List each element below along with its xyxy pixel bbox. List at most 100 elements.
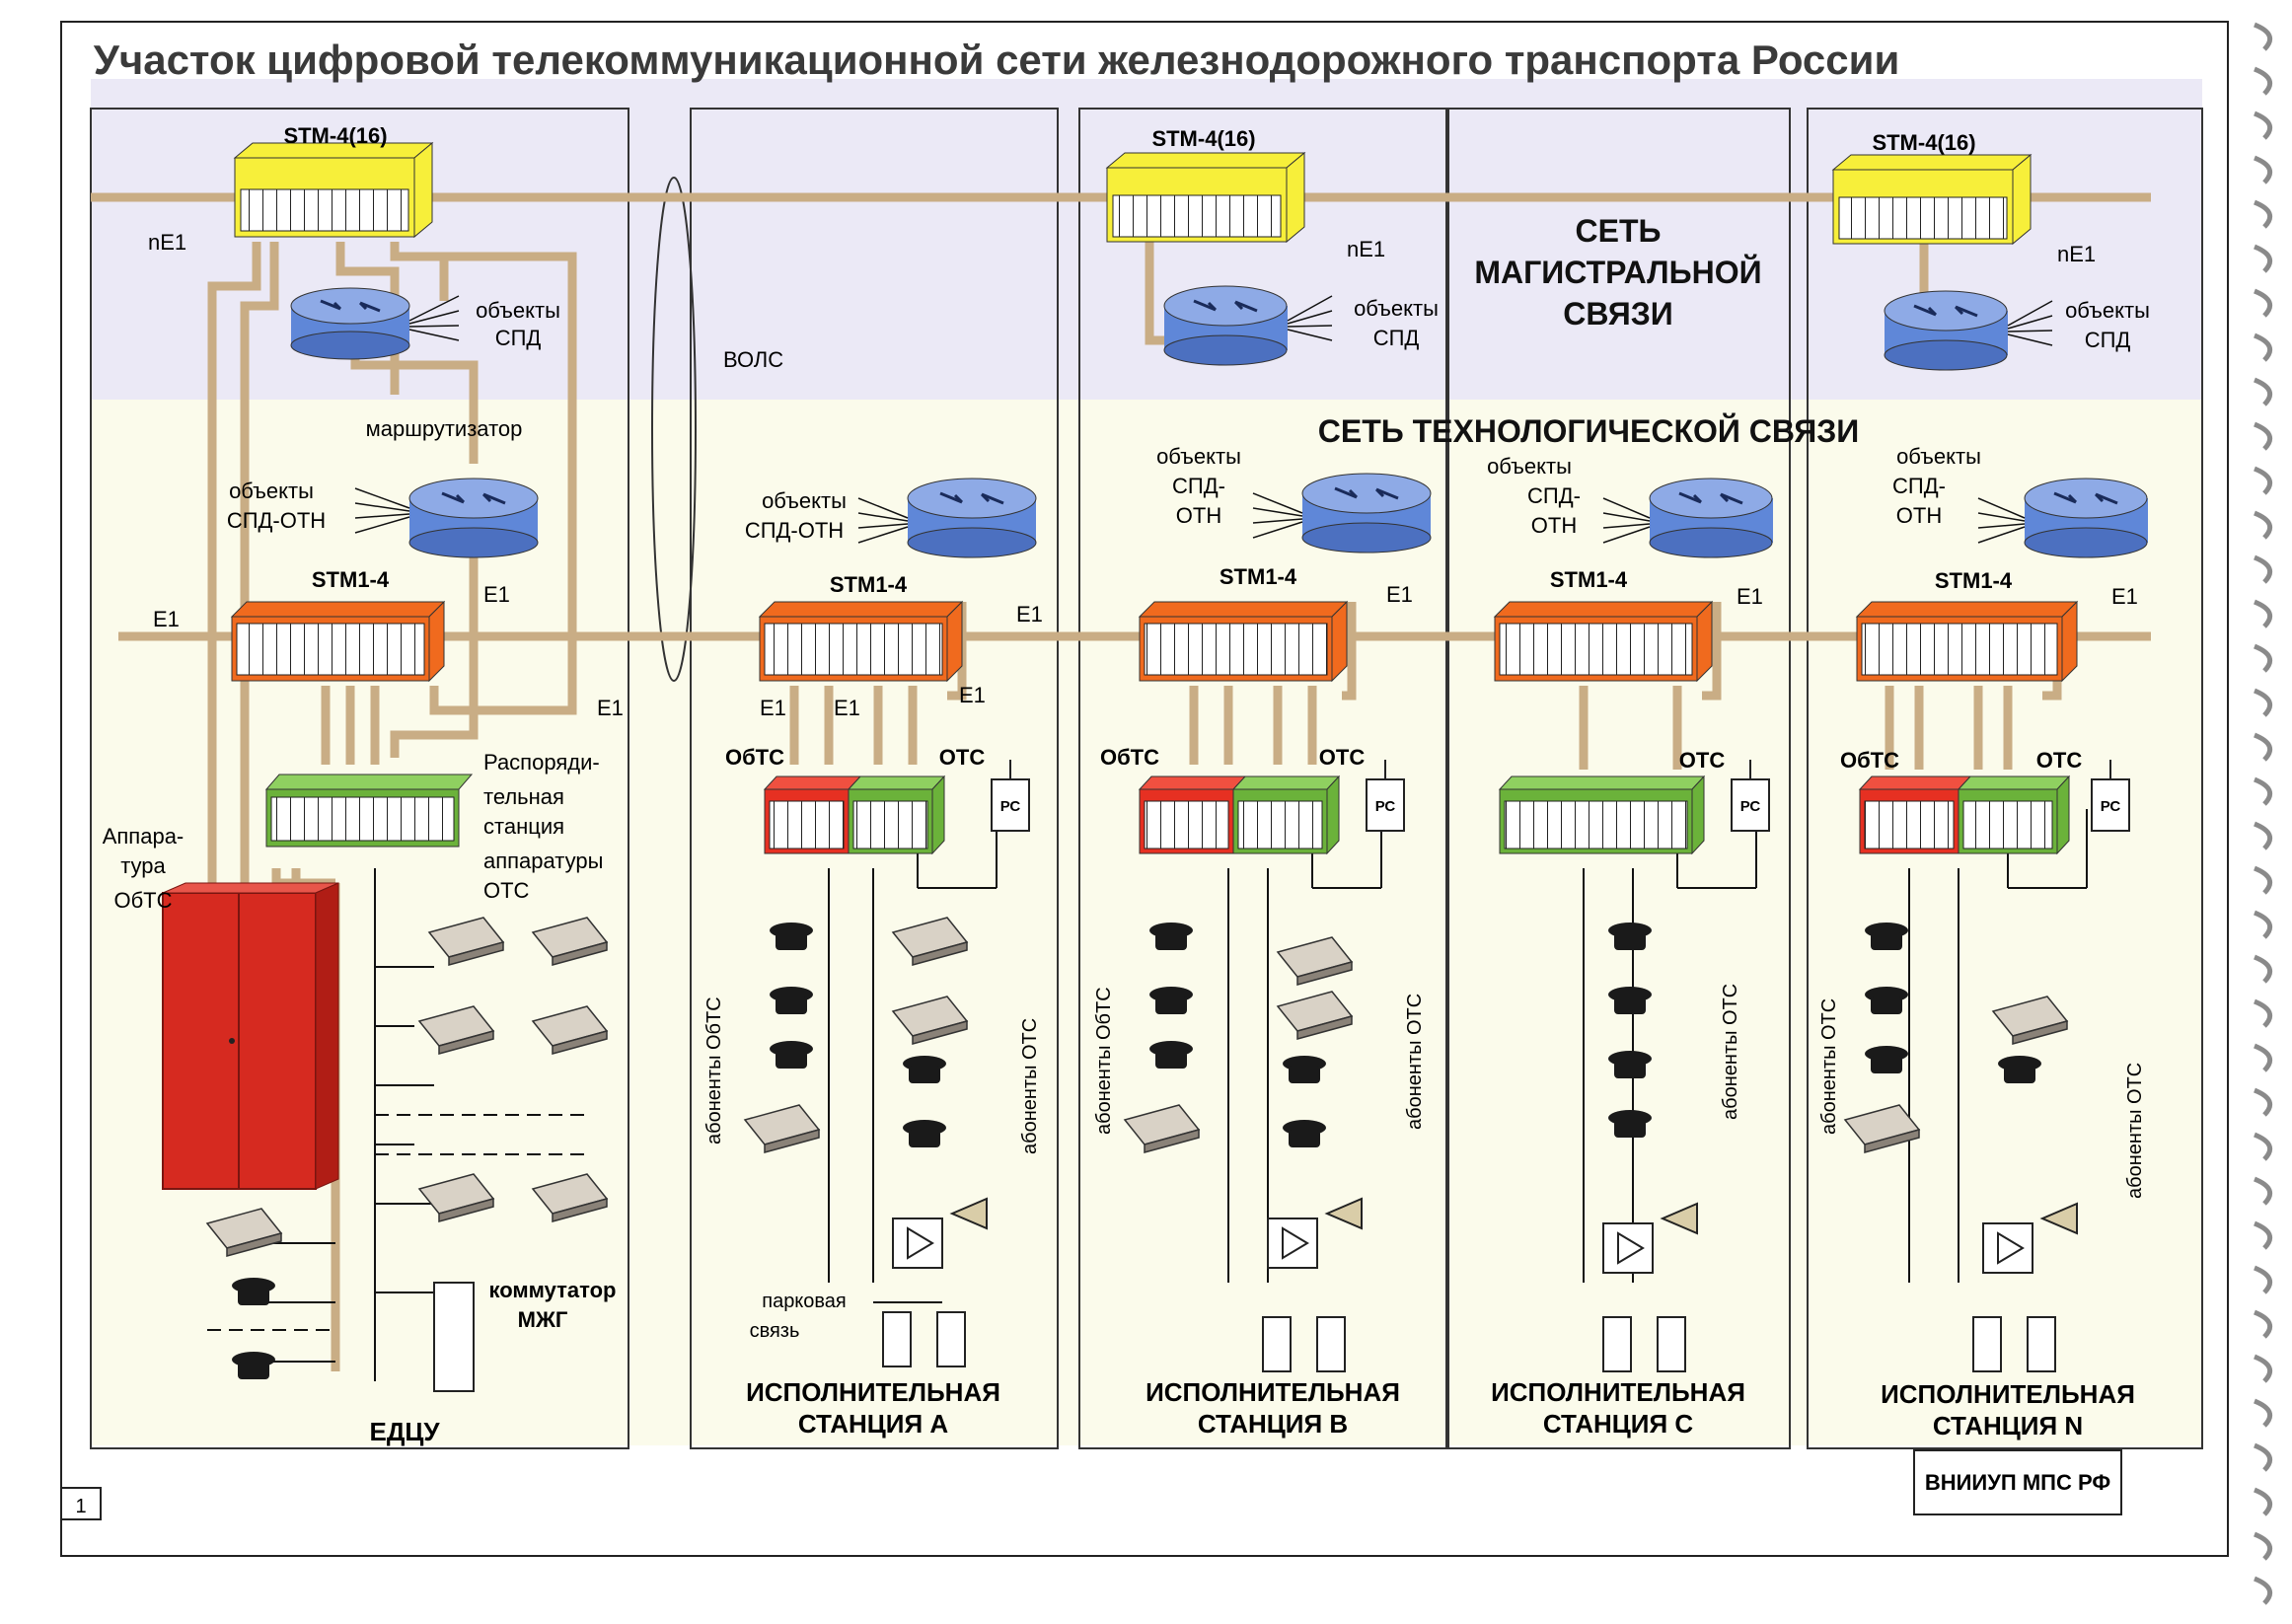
backbone-zone-line1: СЕТЬ [1576,213,1662,249]
station-c-line1: ИСПОЛНИТЕЛЬНАЯ [1491,1377,1745,1407]
subs-ots-b: абоненты ОТС [1404,994,1426,1130]
backbone-zone-line3: СВЯЗИ [1563,296,1672,332]
rs-label-n: РС [2101,798,2121,815]
subs-ots-n1: абоненты ОТС [1818,998,1840,1135]
subs-ots-a: абоненты ОТС [1019,1018,1041,1154]
router-label: маршрутизатор [366,416,523,441]
e1-label-5: E1 [834,696,860,720]
stm416-label-2: STM-4(16) [1151,126,1255,151]
ne1-label-n: nE1 [2057,242,2096,266]
portable-radios [882,1311,2056,1372]
spd-otn-c-b: СПД- [1527,483,1581,508]
stm14-label-b: STM1-4 [1220,564,1297,589]
e1-label-2: E1 [483,582,510,607]
spd-otn-edcu-b: СПД-ОТН [227,508,326,533]
stm14-label-a: STM1-4 [830,572,908,597]
stm416-label-3: STM-4(16) [1872,130,1975,155]
dash-separators [207,1114,592,1331]
org-name: ВНИИУП МПС РФ [1925,1470,2111,1495]
ots-label-n: ОТС [2036,748,2083,773]
routers [290,285,2148,558]
station-a-line1: ИСПОЛНИТЕЛЬНАЯ [746,1377,1000,1407]
station-a-line2: СТАНЦИЯ А [798,1409,949,1439]
tech-zone-title: СЕТЬ ТЕХНОЛОГИЧЕСКОЙ СВЯЗИ [1318,413,1860,449]
telephones [232,923,2041,1379]
park-comm-1: парковая [762,1291,847,1312]
rs-label-c: РС [1740,798,1761,815]
dispatch-station-equipment [264,774,474,848]
spd-otn-b-a: объекты [1156,444,1241,469]
obts-label-n: ОбТС [1840,748,1899,773]
e1-label-6: E1 [1016,602,1043,627]
station-ots-units [763,775,2071,855]
mzhg-label-2: МЖГ [518,1307,568,1332]
stm14-label-n: STM1-4 [1935,568,2013,593]
spd-otn-b-b: СПД- [1172,474,1225,498]
station-columns [90,108,2203,1449]
subs-obts-b: абоненты ОбТС [1093,987,1115,1135]
e1-label-3: E1 [597,696,624,720]
station-n-line2: СТАНЦИЯ N [1933,1411,2083,1440]
stm416-equipment [233,141,2033,246]
spd-otn-n-a: объекты [1896,444,1981,469]
dispatch-label-5: ОТС [483,878,530,903]
station-b-line1: ИСПОЛНИТЕЛЬНАЯ [1146,1377,1400,1407]
ne1-label-b: nE1 [1347,237,1385,261]
spd-objects-2b: СПД [1373,326,1420,350]
dispatch-label-4: аппаратуры [483,849,603,873]
obts-equip-label-2: тура [120,853,166,878]
router-fan-lines [354,295,2053,544]
stm14-equipment [230,600,2079,683]
rs-label-b: РС [1375,798,1396,815]
spd-objects-3a: объекты [2065,298,2150,323]
station-n-line1: ИСПОЛНИТЕЛЬНАЯ [1881,1379,2135,1409]
e1-label-7: E1 [959,683,986,707]
obts-equip-label-1: Аппара- [103,824,185,849]
dispatch-label-2: тельная [483,784,564,809]
spd-objects-1a: объекты [476,298,560,323]
page-number-box [60,1487,102,1520]
ots-label-c: ОТС [1679,748,1726,773]
subs-ots-n2: абоненты ОТС [2124,1063,2146,1199]
spd-objects-2a: объекты [1354,296,1439,321]
spiral-binding [2254,22,2273,1605]
dispatch-label-3: станция [483,814,564,839]
mzhg-label-1: коммутатор [488,1278,616,1302]
mzhg-switch-shape [433,1282,475,1392]
spd-objects-3b: СПД [2085,328,2131,352]
dispatch-label-1: Распоряди- [483,750,600,775]
spd-otn-edcu-a: объекты [229,479,314,503]
subs-obts-a: абоненты ОбТС [703,997,725,1144]
ots-label-b: ОТС [1319,745,1366,770]
tech-zone [91,400,2202,1445]
spd-otn-n-c: ОТН [1896,503,1942,528]
ne1-label-edcu: nE1 [148,230,186,255]
e1-label-4: E1 [760,696,786,720]
obts-label-a: ОбТС [725,745,784,770]
spd-otn-a-b: СПД-ОТН [745,518,844,543]
spd-otn-c-a: объекты [1487,454,1572,479]
e1-label-10: E1 [2111,584,2138,609]
park-comm-2: связь [750,1320,800,1342]
rs-label-a: РС [1000,798,1021,815]
obts-cabinet [162,882,339,1190]
obts-label-b: ОбТС [1100,745,1159,770]
stm416-label-1: STM-4(16) [283,123,387,148]
backbone-zone-line2: МАГИСТРАЛЬНОЙ [1474,255,1761,290]
subs-ots-c: абоненты ОТС [1720,984,1741,1120]
stm14-label-edcu: STM1-4 [312,567,390,592]
page-number: 1 [75,1496,86,1517]
station-edcu: ЕДЦУ [369,1417,440,1446]
page-title: Участок цифровой телекоммуникационной се… [94,37,1900,83]
spd-otn-b-c: ОТН [1176,503,1221,528]
station-c-line2: СТАНЦИЯ С [1543,1409,1694,1439]
ots-label-a: ОТС [939,745,986,770]
e1-label-9: E1 [1737,584,1763,609]
spd-otn-c-c: ОТН [1531,513,1577,538]
radio-station-boxes [991,760,2130,832]
e1-label-8: E1 [1386,582,1413,607]
spd-otn-a-a: объекты [762,488,847,513]
station-b-line2: СТАНЦИЯ В [1198,1409,1348,1439]
vols-label: ВОЛС [723,347,783,372]
